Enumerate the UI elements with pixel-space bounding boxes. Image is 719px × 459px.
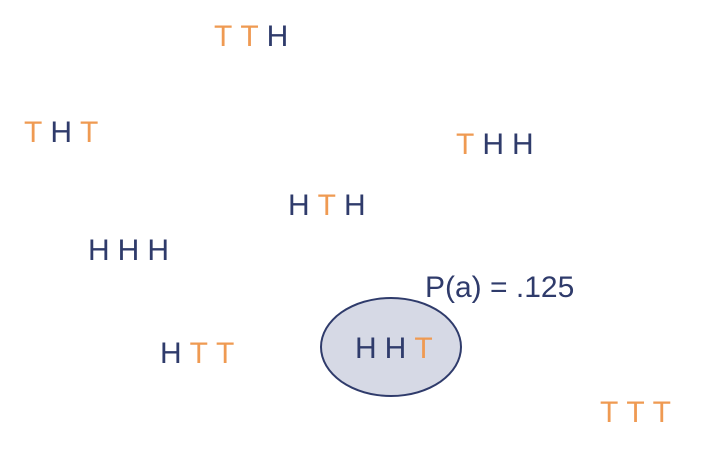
outcome-letter: H	[266, 20, 289, 53]
outcome-letter: H	[147, 234, 170, 267]
outcome-letter: H	[88, 234, 110, 267]
outcome-letter: H	[50, 116, 72, 149]
outcome-letter: T	[240, 20, 259, 53]
outcome-letter: T	[626, 396, 645, 429]
outcome-letter: H	[344, 189, 366, 222]
probability-label: P(a) = .125	[425, 271, 575, 304]
outcome-letter: T	[414, 332, 433, 365]
outcome-letter: T	[456, 128, 475, 161]
outcome-letter: T	[652, 396, 671, 429]
outcome-letter: H	[384, 332, 407, 365]
outcome-letter: H	[512, 128, 534, 161]
outcome-letter: T	[24, 116, 43, 149]
outcome-letter: T	[80, 116, 99, 149]
outcome-letter: T	[214, 20, 233, 53]
outcome-letter: T	[216, 337, 235, 370]
outcome-letter: H	[355, 332, 377, 365]
outcome-letter: H	[482, 128, 504, 161]
outcome-letter: H	[288, 189, 310, 222]
outcome-letter: H	[160, 337, 182, 370]
outcome-letter: T	[600, 396, 619, 429]
outcome-letter: T	[317, 189, 336, 222]
outcome-letter: T	[189, 337, 208, 370]
event-highlight-ellipse	[320, 297, 462, 397]
outcome-letter: H	[117, 234, 140, 267]
